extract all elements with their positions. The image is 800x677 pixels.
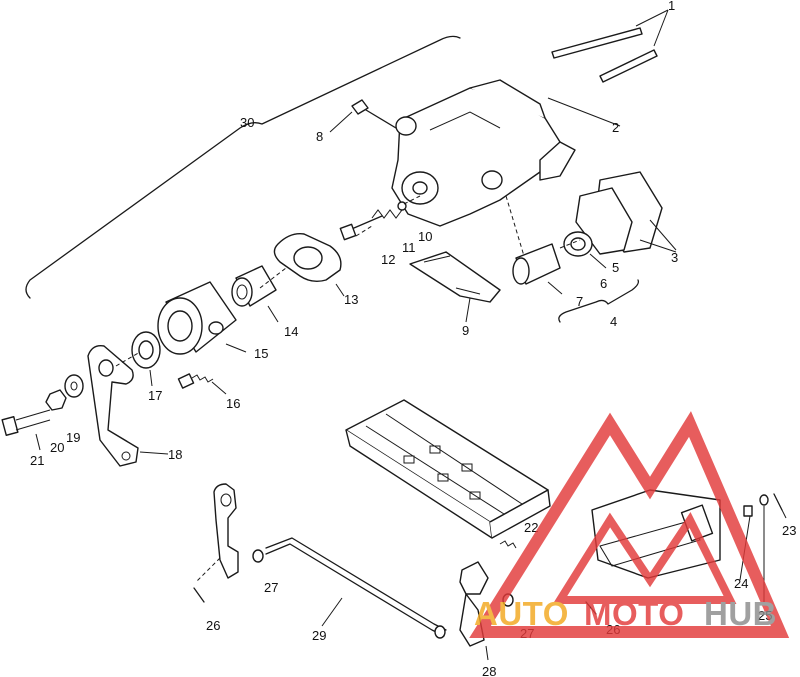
callout-5: 5: [612, 260, 619, 275]
callout-11: 11: [402, 240, 416, 255]
spring-part-22: [499, 540, 517, 549]
watermark-auto: AUTO: [474, 595, 569, 632]
watermark-hub: HUB: [704, 595, 777, 632]
pump-body-part-2: [391, 79, 621, 227]
watermark-moto: MOTO: [584, 595, 684, 632]
callout-18: 18: [168, 447, 182, 462]
assembly-bracket-30: [25, 35, 461, 299]
callout-16: 16: [226, 396, 240, 411]
automotohub-watermark: AUTO MOTO HUB: [469, 411, 790, 638]
callout-2: 2: [612, 120, 619, 135]
callout-21: 21: [30, 453, 44, 468]
screw-part-16: [177, 373, 227, 395]
callout-4: 4: [610, 314, 617, 329]
callout-27-left: 27: [264, 580, 278, 595]
seal-part-5-6: [563, 231, 607, 269]
rod-part-29: [265, 537, 447, 639]
lever-bracket: [213, 483, 239, 579]
callout-20: 20: [50, 440, 64, 455]
gasket-part-13: [273, 233, 345, 297]
callout-9: 9: [462, 323, 469, 338]
bolt-part-12: [339, 215, 383, 241]
bushing-part-14: [231, 265, 279, 323]
callout-8: 8: [316, 129, 323, 144]
callout-28: 28: [482, 664, 496, 677]
callout-6: 6: [600, 276, 607, 291]
cap-part-15: [157, 281, 247, 355]
washer-part-19: [64, 374, 84, 398]
callout-24: 24: [734, 576, 748, 591]
callout-30: 30: [240, 115, 254, 130]
bolt-part-21: [1, 409, 51, 451]
callout-26-left: 26: [206, 618, 220, 633]
pin-part-23: [773, 493, 787, 519]
pin-part-1: [551, 9, 669, 83]
spring-part-11: [371, 201, 407, 219]
screw-part-8: [329, 99, 397, 133]
callout-22: 22: [524, 520, 538, 535]
callout-15: 15: [254, 346, 268, 361]
callout-17: 17: [148, 388, 162, 403]
clip-part-9: [409, 251, 501, 323]
watermark-logo-triangles: [469, 411, 790, 638]
callout-7: 7: [576, 294, 583, 309]
callout-14: 14: [284, 324, 298, 339]
callout-12: 12: [381, 252, 395, 267]
bracket-4: [558, 279, 640, 323]
piston-part-7: [512, 243, 563, 295]
callout-1: 1: [668, 0, 675, 13]
callout-29: 29: [312, 628, 326, 643]
washer-part-17: [131, 331, 161, 387]
callout-19: 19: [66, 430, 80, 445]
callout-13: 13: [344, 292, 358, 307]
callout-labels: 1 2 3 4 5 6 7 8 9 10 11 12 13 14 15 16 1…: [30, 0, 796, 677]
callout-3: 3: [671, 250, 678, 265]
footboard: [345, 399, 551, 539]
callout-23: 23: [782, 523, 796, 538]
lever-part-18: [87, 345, 169, 467]
nut-part-20: [45, 389, 67, 411]
callout-10: 10: [418, 229, 432, 244]
